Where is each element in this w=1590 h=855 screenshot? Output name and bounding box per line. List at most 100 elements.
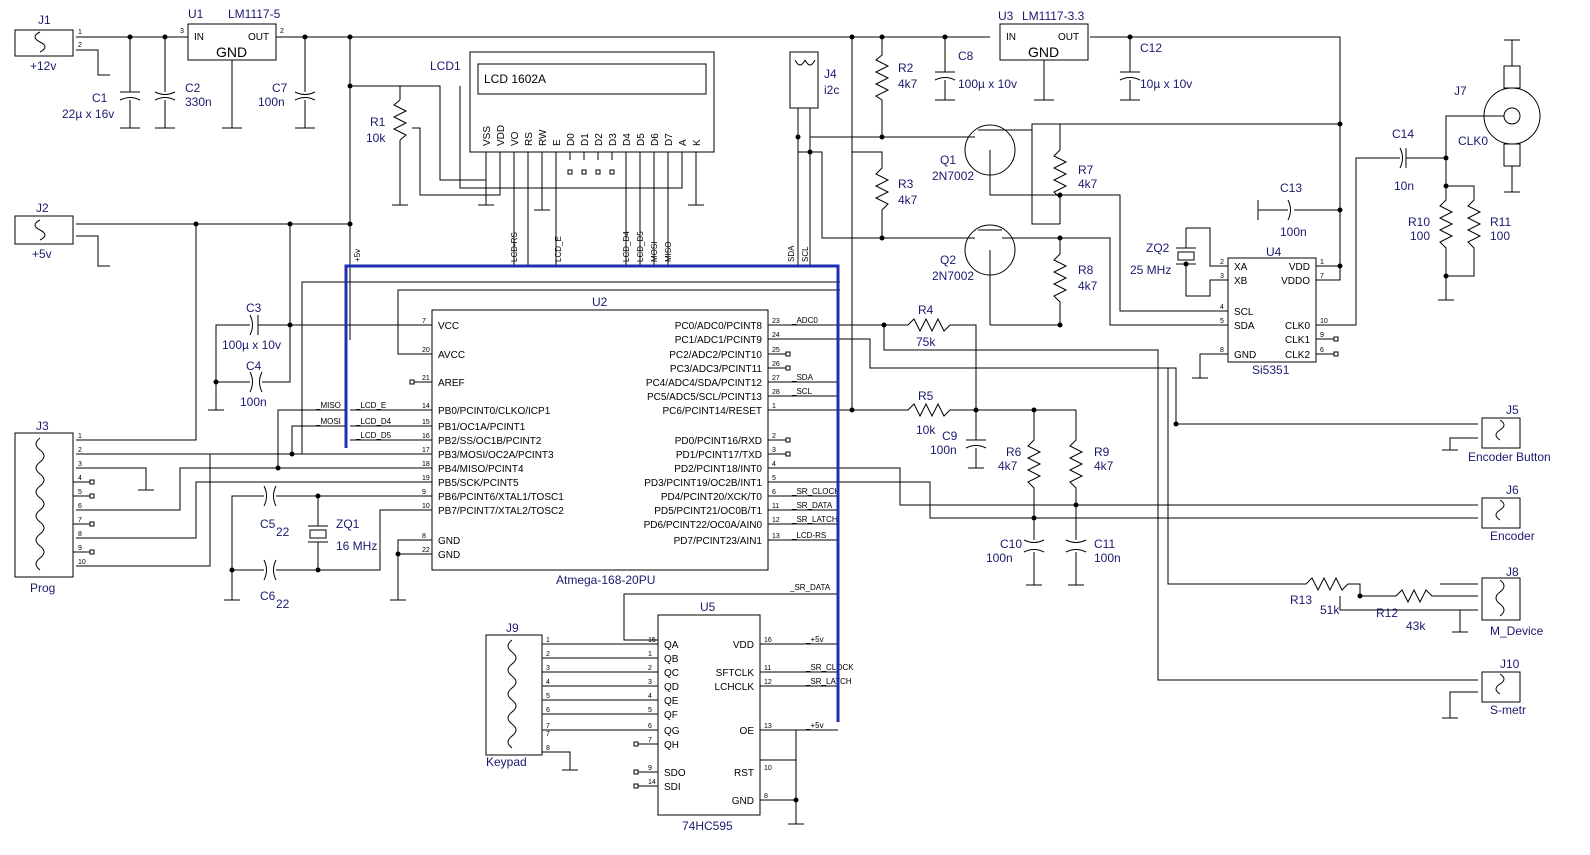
capacitor-c7[interactable]: C7 100n [258,37,316,129]
mcu-net-label: _SR_LATCH [791,515,838,524]
r2-value: 4k7 [898,77,918,91]
resistor-r3[interactable]: R3 4k7 [851,37,918,238]
resistor-r10[interactable]: R10 100 [1408,158,1454,301]
capacitor-c11[interactable]: C11 100n [1065,537,1121,586]
connector-j6[interactable]: J6 Encoder [1481,483,1535,543]
resistor-r12[interactable]: R12 43k [1376,583,1478,633]
resistor-r8[interactable]: R8 4k7 [1052,238,1098,325]
mcu-right-pin-name: PD1/PCINT17/TXD [676,450,762,461]
connector-j9[interactable]: J8 M_Device [1452,565,1544,638]
connector-j1[interactable]: J1 +12v 12 [14,13,82,73]
connector-j8[interactable]: J9 Keypad [485,621,578,771]
r1-value: 10k [366,131,386,145]
connector-j4[interactable]: J4 i2c [789,51,839,265]
lcd-ref: LCD1 [430,59,461,73]
mosfet-q1[interactable]: Q1 2N7002 [810,123,1340,196]
resistor-r13[interactable]: R13 51k [1290,576,1380,617]
c12-ref: C12 [1140,41,1162,55]
capacitor-c2[interactable]: C2 330n [154,37,212,129]
r9-ref: R9 [1094,445,1110,459]
regulator-u3[interactable]: U3 LM1117-3.3 IN OUT GND [998,9,1089,101]
r11-value: 100 [1490,229,1510,243]
lcd-pin-label: D5 [636,133,647,146]
u4-right-pin-name: CLK1 [1285,335,1310,346]
capacitor-c9[interactable]: C9 100n [930,429,987,469]
connector-j5[interactable]: J5 Encoder Button [1442,403,1551,464]
mcu-left-pin-num: 7 [422,318,426,325]
connector-j2[interactable]: J2 +5v [14,201,350,267]
j5-value: Encoder Button [1468,450,1551,464]
crystal-zq2[interactable]: ZQ2 25 MHz [1130,227,1228,297]
resistor-r7[interactable]: R7 4k7 [1052,124,1098,224]
connector-j10[interactable]: J10 S-metr [1442,657,1526,719]
mcu-right-pin-name: PC2/ADC2/PCINT10 [669,350,762,361]
c11-ref: C11 [1094,537,1115,551]
u5-left-pin-num: 6 [648,723,652,730]
crystal-zq1[interactable]: ZQ1 16 MHz [308,496,377,570]
resistor-r11[interactable]: R11 100 [1446,185,1511,277]
lcd-pin-label: RW [538,129,549,146]
connector-j7[interactable]: J7 CLK0 [1316,39,1541,326]
mcu-left-pin-name: VCC [438,321,459,332]
j1-ref: J1 [38,13,51,27]
mcu-right-pin-num: 12 [772,517,780,524]
u4-left-pin-num: 4 [1220,304,1224,311]
r5-ref: R5 [918,389,934,403]
u2-value: Atmega-168-20PU [556,573,655,587]
j4-ref: J4 [824,67,837,81]
svg-text:5: 5 [78,489,82,496]
u3-ref: U3 [998,9,1014,23]
u4-left-pin-name: GND [1234,350,1256,361]
capacitor-c10[interactable]: C10 100n [986,537,1045,586]
mcu-u2[interactable]: U2 Atmega-168-20PU VCC7AVCC20AREF21PB0/P… [409,295,840,587]
lcd-pin-label: D3 [608,133,619,146]
resistor-r9[interactable]: R9 4k7 [1068,410,1114,540]
svg-text:OUT: OUT [1058,32,1079,43]
capacitor-c3[interactable]: C3 100µ x 10v [215,301,432,410]
junctions [127,34,1449,803]
svg-text:1: 1 [546,637,550,644]
capacitor-c5[interactable]: C5 22 [231,485,432,600]
j7-ref: J7 [1454,84,1467,98]
u4-right-pin-name: VDD [1289,262,1310,273]
mcu-net-label: _SR_CLOCK [791,487,840,496]
mcu-left-pin-name: GND [438,550,460,561]
svg-text:_MOSI: _MOSI [315,417,341,426]
capacitor-c12[interactable]: C12 10µ x 10v [1119,37,1192,101]
u5-right-pin-name: RST [734,768,754,779]
mcu-left-pin-num: 19 [422,475,430,482]
u5-left-pin-name: QE [664,696,679,707]
mcu-right-pin-num: 24 [772,332,780,339]
capacitor-c8[interactable]: C8 100µ x 10v [934,37,1017,101]
resistor-r6[interactable]: R6 4k7 [998,410,1042,540]
capacitor-c1[interactable]: C1 22µ x 16v [62,37,141,129]
capacitor-c14[interactable]: C14 10n [1392,127,1446,193]
u5-right-pin-name: GND [732,796,754,807]
c2-ref: C2 [185,81,201,95]
j6-ref: J6 [1506,483,1519,497]
resistor-r2[interactable]: R2 4k7 [874,37,918,137]
svg-text:GND: GND [216,44,247,60]
c5-ref: C5 [260,517,276,531]
u3-value: LM1117-3.3 [1022,9,1085,23]
mosfet-q2[interactable]: Q2 2N7002 [798,151,1228,326]
resistor-r5[interactable]: R5 10k [890,389,1076,437]
j3-value: Prog [30,581,55,595]
svg-text:6: 6 [78,503,82,510]
shiftreg-u5[interactable]: U5 74HC595 QA15QB1QC2QD3QE4QF5QG6QH7SDO9… [633,600,854,833]
mcu-left-pin-name: PB0/PCINT0/CLKO/ICP1 [438,406,551,417]
capacitor-c4[interactable]: C4 100n [208,224,291,411]
resistor-r4[interactable]: R4 75k [890,303,977,440]
mcu-right-pin-num: 6 [772,489,776,496]
zq2-value: 25 MHz [1130,263,1171,277]
svg-text:_LCD_D4: _LCD_D4 [355,417,392,426]
capacitor-c6[interactable]: C6 22 [224,509,432,611]
c6-value: 22 [276,597,290,611]
capacitor-c13[interactable]: C13 100n [1257,181,1340,239]
c5-value: 22 [276,525,290,539]
mcu-right-pin-num: 3 [772,447,776,454]
